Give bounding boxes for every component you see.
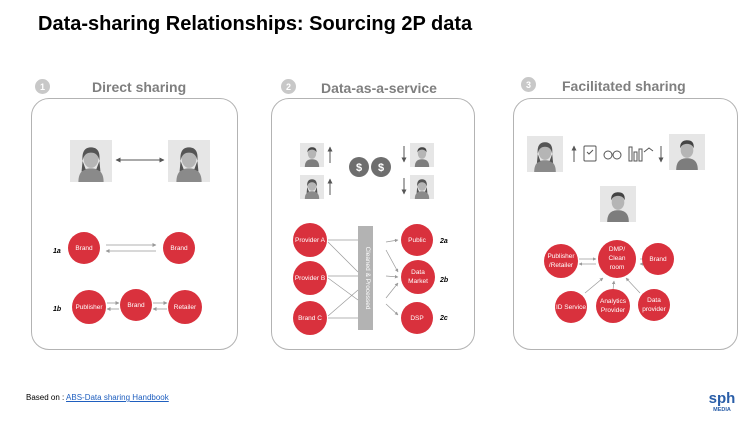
panel-number-3: 3 [521, 77, 536, 92]
node-label: Market [408, 278, 428, 285]
node-label: Brand [649, 256, 667, 263]
node-label: Provider [601, 307, 626, 314]
node-label: Brand [170, 245, 188, 252]
coin-icon [371, 157, 391, 177]
node-label: Publisher [75, 304, 103, 311]
person-icon [300, 175, 324, 199]
dollar-icon: $ [378, 162, 384, 174]
node-label: /Retailer [549, 262, 574, 269]
node-brand-center [120, 289, 152, 321]
node-label: ID Service [556, 304, 586, 311]
sph-media-logo: sph MEDIA [709, 390, 736, 413]
node-data-market [401, 260, 435, 294]
node-label: Public [408, 237, 426, 244]
node-public [401, 224, 433, 256]
node-label: Brand [75, 245, 93, 252]
person-icon [410, 143, 434, 167]
panel-number-2: 2 [281, 79, 296, 94]
source-link[interactable]: ABS-Data sharing Handbook [66, 393, 169, 402]
node-label: provider [642, 306, 666, 313]
panel-number-1: 1 [35, 79, 50, 94]
panel-title-direct-sharing: Direct sharing [92, 79, 187, 95]
node-label: Provider A [295, 237, 326, 244]
page-title: Data-sharing Relationships: Sourcing 2P … [38, 13, 473, 35]
node-label: Analytics [600, 298, 627, 305]
node-id-service [555, 291, 587, 323]
node-label: Publisher [547, 253, 575, 260]
source-note: Based on : ABS-Data sharing Handbook [26, 393, 169, 402]
person-icon [410, 175, 434, 199]
panel-title-facilitated-sharing: Facilitated sharing [562, 78, 686, 94]
node-publisher [72, 290, 106, 324]
coin-icon [349, 157, 369, 177]
node-label: Brand [127, 302, 145, 309]
node-label: Retailer [174, 304, 197, 311]
node-label: Data [647, 297, 661, 304]
processing-bar [358, 226, 373, 330]
node-brand-a [68, 232, 100, 264]
connector-lines [578, 257, 657, 294]
tag-1b: 1b [53, 306, 62, 313]
tag-2a: 2a [439, 238, 448, 245]
node-brand-facilitated [642, 243, 674, 275]
node-brand-c [293, 301, 327, 335]
logo-text: sph [709, 390, 736, 407]
node-data-provider [638, 289, 670, 321]
node-label: Brand C [298, 315, 322, 322]
node-dsp [401, 302, 433, 334]
person-icon [600, 186, 636, 222]
dollar-icon: $ [356, 162, 362, 174]
tag-2b: 2b [439, 277, 449, 284]
tag-2c: 2c [439, 315, 448, 322]
node-label: Clean [609, 255, 626, 262]
node-label: room [610, 264, 625, 271]
person-icon [300, 143, 324, 167]
panel-title-data-as-a-service: Data-as-a-service [321, 80, 437, 96]
data-icons [583, 145, 654, 162]
node-analytics-provider [596, 289, 630, 323]
node-provider-b [293, 261, 327, 295]
node-brand-b [163, 232, 195, 264]
logo-sub: MEDIA [713, 407, 731, 413]
node-provider-a [293, 223, 327, 257]
processing-bar-label: Cleaned & Processed [364, 247, 371, 310]
person-icon [70, 140, 112, 182]
node-label: Data [411, 269, 425, 276]
source-prefix: Based on : [26, 393, 65, 402]
person-icon [168, 140, 210, 182]
person-icon [669, 134, 705, 170]
node-label: Provider B [295, 275, 325, 282]
node-dmp-clean-room [598, 240, 636, 278]
node-retailer [168, 290, 202, 324]
node-label: DSP [410, 315, 423, 322]
person-icon [527, 136, 563, 172]
node-label: DMP/ [609, 246, 625, 253]
connector-lines [327, 238, 399, 319]
node-publisher-retailer [544, 244, 578, 278]
tag-1a: 1a [53, 248, 61, 255]
